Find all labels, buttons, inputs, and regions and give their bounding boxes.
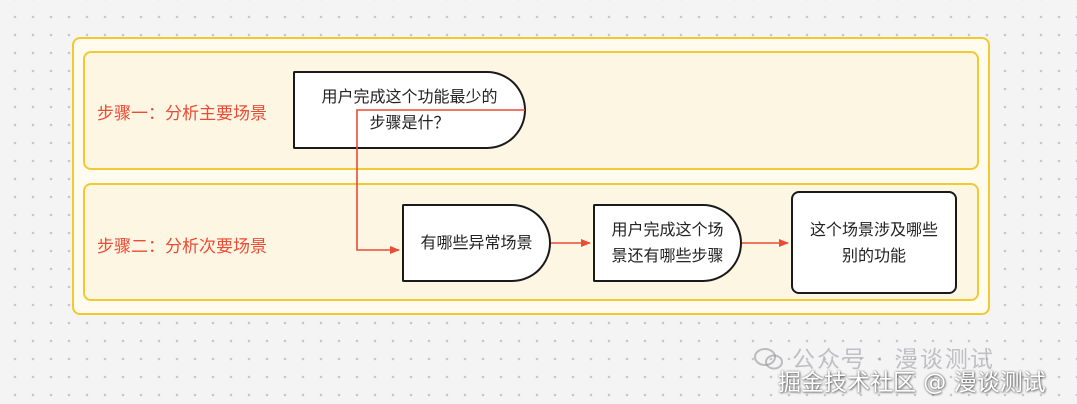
swimlane-1 [83, 51, 979, 170]
node-exception-scenarios-text: 有哪些异常场景 [420, 233, 533, 252]
node-min-steps-line1: 用户完成这个功能最少的 [321, 87, 498, 106]
node-exception-scenarios[interactable]: 有哪些异常场景 [402, 204, 551, 282]
juejin-watermark: 掘金技术社区 @ 漫谈测试 [778, 370, 1046, 396]
swimlane-1-label: 步骤一：分析主要场景 [97, 104, 267, 124]
node-related-features[interactable]: 这个场景涉及哪些 别的功能 [791, 191, 957, 294]
node-min-steps-line2: 步骤是什？ [369, 113, 450, 132]
node-other-steps-line2: 景还有哪些步骤 [611, 246, 724, 265]
wechat-watermark: 公众号 · 漫谈测试 [754, 340, 995, 374]
node-other-steps-line1: 用户完成这个场 [611, 220, 724, 239]
node-related-features-line2: 别的功能 [841, 245, 906, 265]
wechat-icon [754, 348, 783, 370]
node-related-features-line1: 这个场景涉及哪些 [809, 219, 938, 239]
connector-node1-to-node2 [356, 109, 525, 254]
wechat-watermark-text: 公众号 · 漫谈测试 [792, 347, 995, 373]
swimlane-2-label: 步骤二：分析次要场景 [97, 237, 267, 257]
node-other-steps[interactable]: 用户完成这个场 景还有哪些步骤 [593, 204, 742, 282]
